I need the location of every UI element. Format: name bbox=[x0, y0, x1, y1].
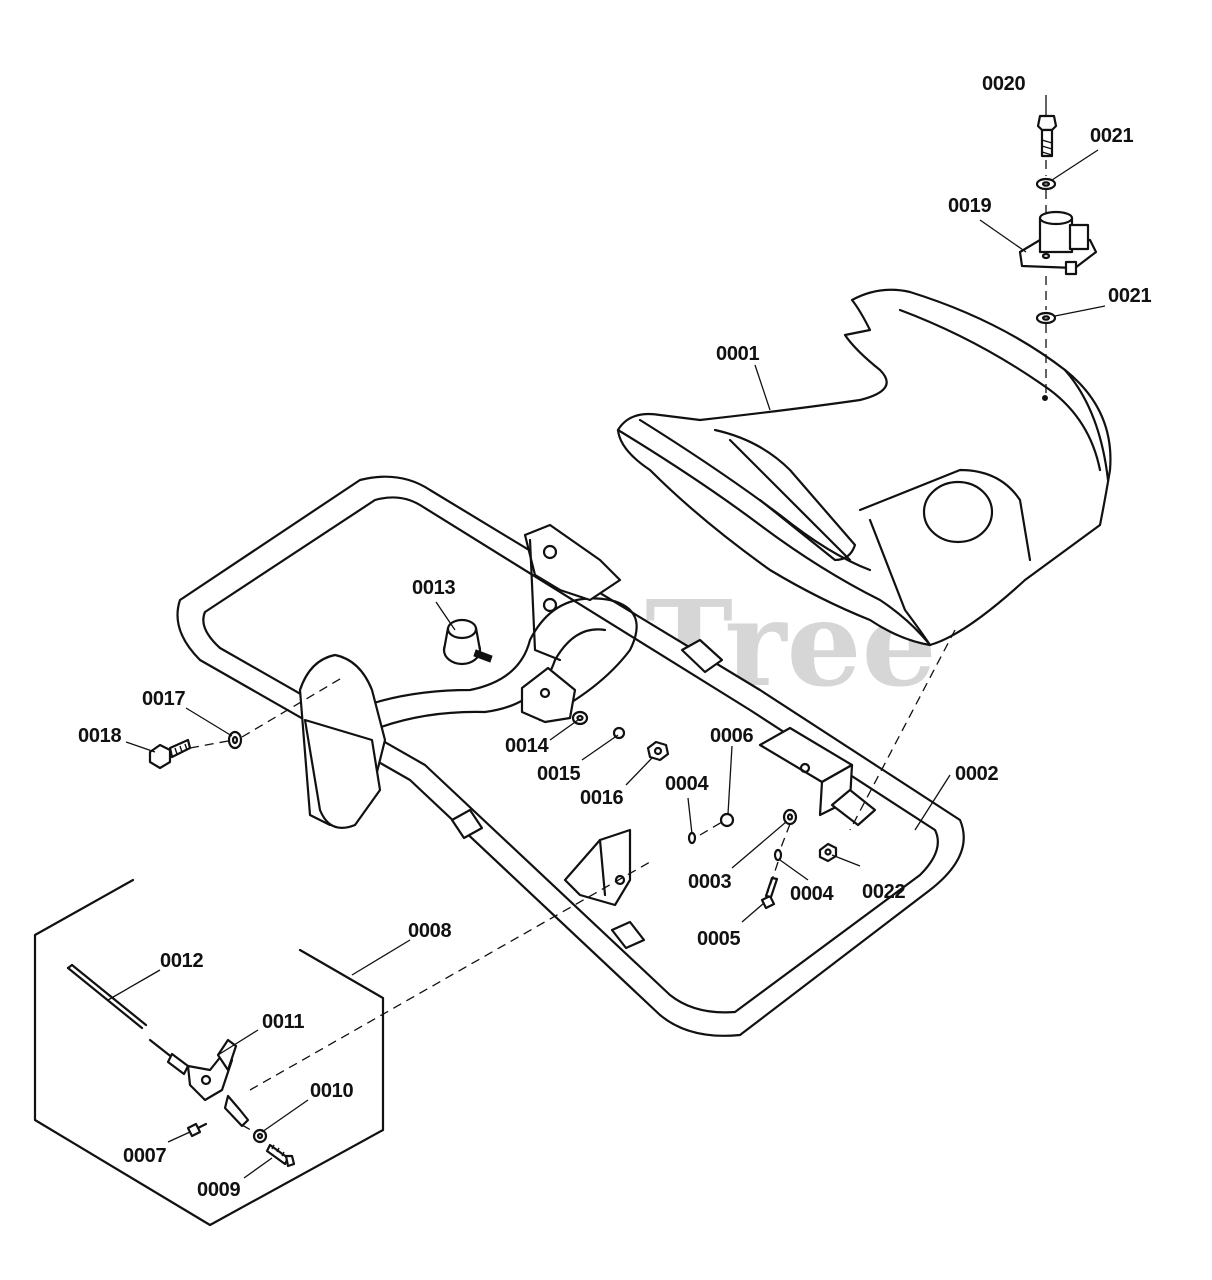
label-0021-lower: 0021 bbox=[1108, 285, 1151, 307]
label-0018: 0018 bbox=[78, 725, 121, 747]
part-0012-rod bbox=[66, 963, 148, 1030]
label-0011: 0011 bbox=[262, 1011, 304, 1033]
part-0006-bushing bbox=[719, 812, 735, 828]
part-0019-pivot-bracket bbox=[1018, 210, 1098, 276]
label-0015: 0015 bbox=[537, 763, 580, 785]
assembly-line-seat-pivot bbox=[189, 675, 346, 749]
part-0004-clip-lower bbox=[773, 848, 783, 862]
part-0018-bolt bbox=[148, 738, 192, 770]
label-0016: 0016 bbox=[580, 787, 623, 809]
label-0010: 0010 bbox=[310, 1080, 353, 1102]
part-0020-bolt bbox=[1036, 114, 1058, 158]
label-0014: 0014 bbox=[505, 735, 549, 757]
label-0004-upper: 0004 bbox=[665, 773, 709, 795]
part-0013-bumper bbox=[442, 618, 493, 666]
part-0005-bolt bbox=[760, 876, 779, 910]
leader-lines bbox=[107, 95, 1106, 1179]
part-0008-latch-kit-box bbox=[33, 878, 385, 1227]
part-0010-washer bbox=[252, 1128, 268, 1144]
label-0019: 0019 bbox=[948, 195, 991, 217]
assembly-line-seat-latch bbox=[699, 629, 956, 893]
label-0005: 0005 bbox=[697, 928, 740, 950]
label-0002: 0002 bbox=[955, 763, 998, 785]
label-0022: 0022 bbox=[862, 881, 905, 903]
part-0016-nut bbox=[646, 740, 670, 762]
part-0007-screw bbox=[186, 1122, 208, 1138]
label-0003: 0003 bbox=[688, 871, 731, 893]
label-0012: 0012 bbox=[160, 950, 203, 972]
part-0021-washer-upper bbox=[1035, 177, 1057, 191]
part-0017-washer bbox=[227, 730, 243, 750]
label-0001: 0001 bbox=[716, 343, 759, 365]
label-0017: 0017 bbox=[142, 688, 185, 710]
part-0001-seat bbox=[616, 288, 1112, 647]
part-0009-bolt bbox=[265, 1143, 296, 1168]
label-0020: 0020 bbox=[982, 73, 1025, 95]
label-0008: 0008 bbox=[408, 920, 451, 942]
label-0013: 0013 bbox=[412, 577, 455, 599]
part-0011-latch-assembly bbox=[148, 1038, 250, 1128]
label-0007: 0007 bbox=[123, 1145, 166, 1167]
label-0006: 0006 bbox=[710, 725, 753, 747]
part-0021-washer-lower bbox=[1035, 311, 1057, 325]
label-0004-lower: 0004 bbox=[790, 883, 834, 905]
label-0021-upper: 0021 bbox=[1090, 125, 1133, 147]
label-0009: 0009 bbox=[197, 1179, 240, 1201]
part-0003-washer bbox=[782, 808, 798, 826]
assembly-line-latch bbox=[241, 861, 651, 1134]
